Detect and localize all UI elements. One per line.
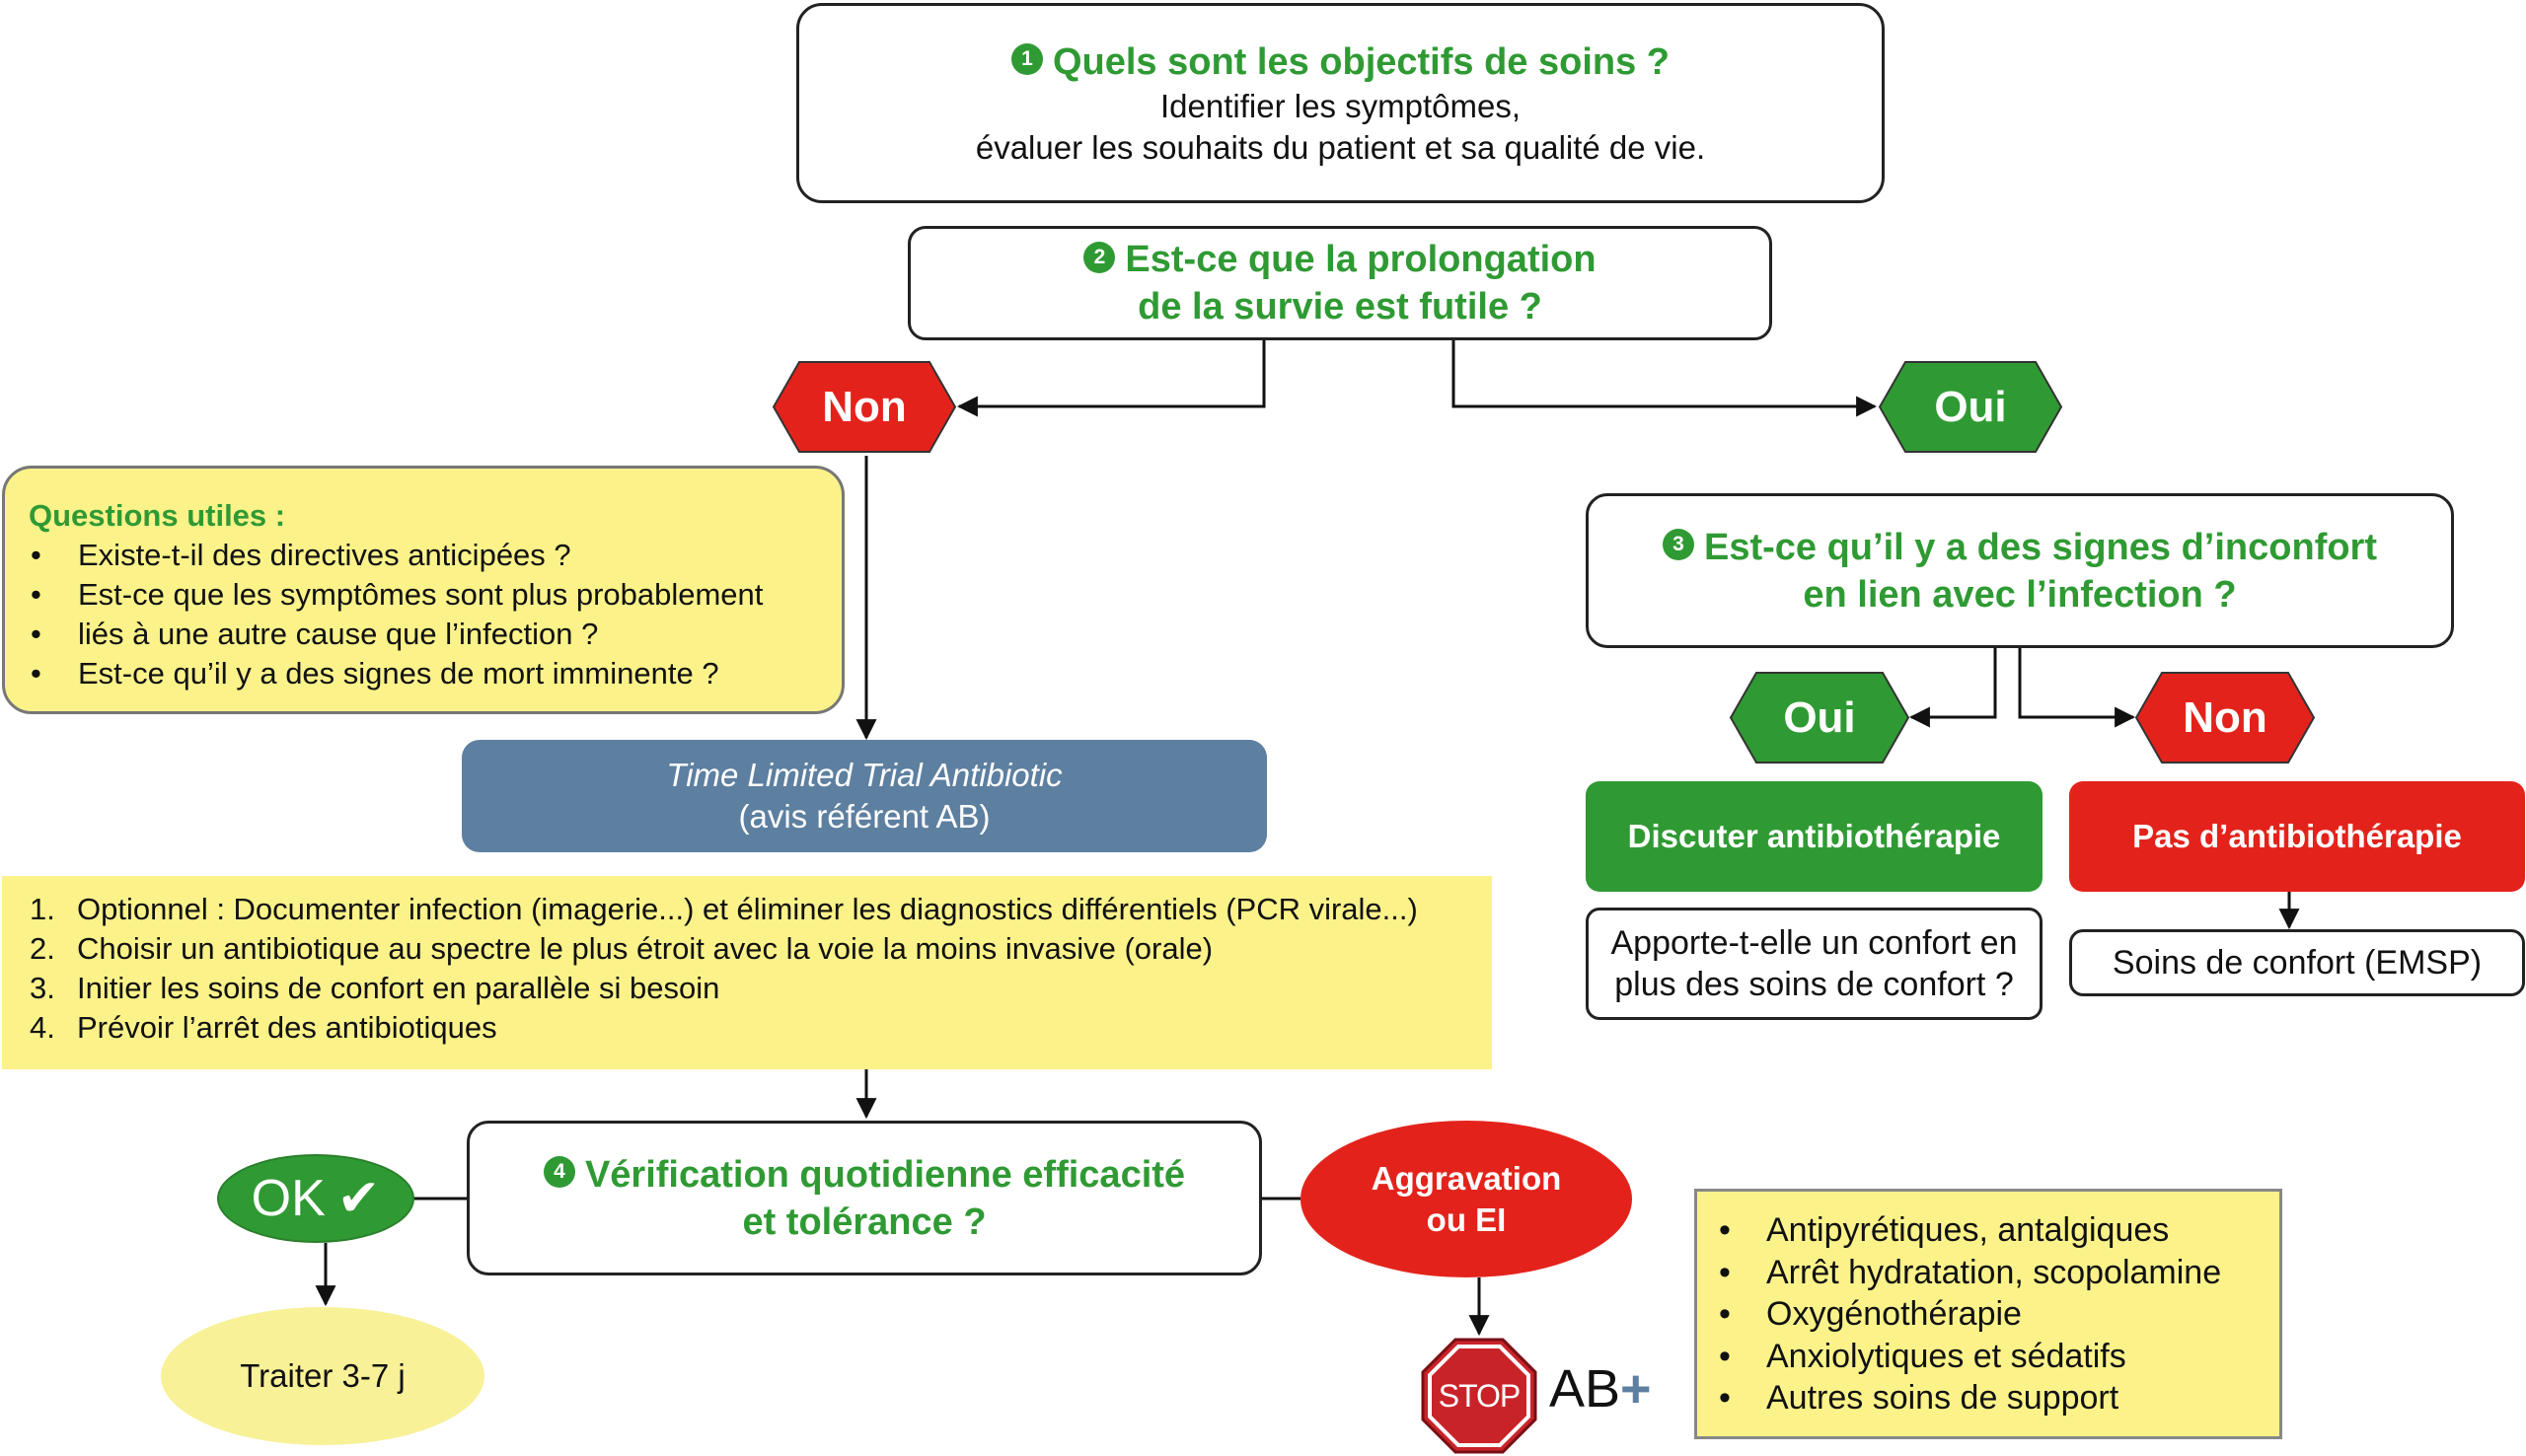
step2-line2: de la survie est futile ?: [1138, 286, 1542, 328]
trial-subtitle: (avis référent AB): [738, 798, 991, 835]
ok-ellipse: OK✔: [217, 1154, 414, 1243]
step3-oui-label: Oui: [1783, 692, 1856, 742]
step-number: 2.: [30, 931, 55, 966]
steps-list-item: 2. Choisir un antibiotique au spectre le …: [28, 929, 1482, 969]
stop-sign-icon: STOP: [1421, 1338, 1537, 1454]
useful-question-item: Existe-t-il des directives anticipées ?: [29, 536, 822, 575]
no-antibiotherapy-box: Pas d’antibiothérapie: [2069, 781, 2525, 892]
step1-box: 1 Quels sont les objectifs de soins ? Ide…: [796, 3, 1885, 203]
worsening-line2: ou EI: [1426, 1201, 1507, 1238]
steps-list-item: 4. Prévoir l’arrêt des antibiotiques: [28, 1008, 1482, 1048]
support-care-panel: Antipyrétiques, antalgiques Arrêt hydrat…: [1694, 1189, 2282, 1439]
plus-icon: +: [1620, 1359, 1652, 1419]
step3-box: 3 Est-ce qu’il y a des signes d’inconfort…: [1586, 493, 2454, 648]
support-care-item: Anxiolytiques et sédatifs: [1717, 1336, 2269, 1378]
step4-line1-text: Vérification quotidienne efficacité: [584, 1153, 1186, 1196]
support-care-item: Arrêt hydratation, scopolamine: [1717, 1252, 2269, 1294]
steps-list-item: 3. Initier les soins de confort en parall…: [28, 969, 1482, 1008]
steps-list-item: 1. Optionnel : Documenter infection (imag…: [28, 890, 1482, 929]
comfort-care-box: Soins de confort (EMSP): [2069, 929, 2525, 996]
step-number: 3.: [30, 971, 55, 1005]
step-text: Prévoir l’arrêt des antibiotiques: [77, 1010, 497, 1045]
arrow-to-oui3: [1908, 648, 1997, 728]
comfort-question-line1: Apporte-t-elle un confort en: [1610, 924, 2018, 962]
support-care-item: Antipyrétiques, antalgiques: [1717, 1209, 2269, 1252]
ok-label: OK: [251, 1170, 326, 1227]
step2-box: 2 Est-ce que la prolongation de la survie…: [908, 226, 1772, 340]
step3-number-badge: 3: [1662, 529, 1694, 561]
useful-questions-list: Existe-t-il des directives anticipées ? …: [29, 536, 822, 693]
stop-label: STOP: [1438, 1377, 1522, 1414]
step3-non-label: Non: [2183, 692, 2267, 742]
step3-oui-hexagon: Oui: [1729, 671, 1910, 764]
step4-box: 4 Vérification quotidienne efficacité et …: [467, 1121, 1262, 1275]
step1-line2: évaluer les souhaits du patient et sa qu…: [975, 128, 1706, 166]
step1-title-text: Quels sont les objectifs de soins ?: [1052, 40, 1671, 83]
ab-text: AB: [1549, 1359, 1621, 1419]
useful-question-item: Est-ce qu’il y a des signes de mort immi…: [29, 654, 822, 693]
check-icon: ✔: [336, 1170, 381, 1227]
useful-question-item-continuation: liés à une autre cause que l’infection ?: [29, 615, 822, 654]
useful-question-item-continuation-text: liés à une autre cause que l’infection ?: [78, 617, 599, 651]
step2-number-badge: 2: [1083, 241, 1116, 273]
useful-questions-title: Questions utiles :: [29, 498, 286, 533]
arrow-to-oui: [1451, 340, 1878, 417]
useful-questions-panel: Questions utiles : Existe-t-il des direc…: [2, 466, 845, 714]
comfort-question-box: Apporte-t-elle un confort en plus des so…: [1586, 908, 2043, 1020]
trial-title: Time Limited Trial Antibiotic: [666, 757, 1063, 793]
step2-line1-text: Est-ce que la prolongation: [1125, 239, 1597, 280]
step3-line2: en lien avec l’infection ?: [1803, 573, 2237, 616]
arrow-to-non: [956, 340, 1266, 417]
useful-question-item: Est-ce que les symptômes sont plus proba…: [29, 575, 822, 615]
step-text: Choisir un antibiotique au spectre le pl…: [77, 931, 1214, 966]
stop-sign-shape: [1421, 1338, 1537, 1454]
support-care-item: Oxygénothérapie: [1717, 1293, 2269, 1336]
discuss-antibiotherapy-box: Discuter antibiothérapie: [1586, 781, 2043, 892]
step3-non-hexagon-shape: [2134, 672, 2316, 764]
step1-title: 1 Quels sont les objectifs de soins ?: [1010, 38, 1671, 86]
step3-line1-text: Est-ce qu’il y a des signes d’inconfort: [1703, 526, 2378, 568]
worsening-line1: Aggravation: [1371, 1159, 1562, 1197]
step4-line1: 4 Vérification quotidienne efficacité: [543, 1151, 1186, 1199]
steps-list: 1. Optionnel : Documenter infection (imag…: [28, 890, 1482, 1048]
trial-box: Time Limited Trial Antibiotic (avis réfé…: [462, 740, 1267, 852]
step3-non-hexagon: Non: [2134, 671, 2316, 764]
step-number: 4.: [30, 1010, 55, 1045]
step-text: Optionnel : Documenter infection (imager…: [77, 892, 1418, 926]
arrow-to-non3: [2018, 648, 2136, 728]
oui-label: Oui: [1934, 382, 2007, 431]
treat-label: Traiter 3-7 j: [240, 1357, 406, 1394]
support-care-item: Autres soins de support: [1717, 1377, 2269, 1420]
step4-line2: et tolérance ?: [742, 1201, 987, 1243]
step1-number-badge: 1: [1010, 43, 1043, 76]
treat-ellipse: Traiter 3-7 j: [161, 1307, 484, 1445]
non-label: Non: [822, 382, 907, 431]
step-text: Initier les soins de confort en parallèl…: [77, 971, 720, 1005]
non-hexagon: Non: [772, 360, 957, 454]
step2-line1: 2 Est-ce que la prolongation: [1083, 236, 1597, 283]
oui-hexagon: Oui: [1878, 360, 2063, 454]
support-care-list: Antipyrétiques, antalgiques Arrêt hydrat…: [1717, 1209, 2269, 1420]
step3-line1: 3 Est-ce qu’il y a des signes d’inconfort: [1662, 524, 2378, 571]
comfort-question-line2: plus des soins de confort ?: [1614, 966, 2014, 1003]
worsening-ellipse: Aggravation ou EI: [1300, 1121, 1632, 1277]
non-hexagon-shape: [772, 361, 957, 453]
step3-oui-hexagon-shape: [1729, 672, 1910, 764]
step1-line1: Identifier les symptômes,: [1160, 87, 1521, 124]
step-number: 1.: [30, 892, 55, 926]
steps-panel: 1. Optionnel : Documenter infection (imag…: [2, 876, 1492, 1069]
step4-number-badge: 4: [543, 1156, 575, 1189]
ab-plus: AB+: [1549, 1359, 1652, 1419]
oui-hexagon-shape: [1878, 361, 2063, 453]
